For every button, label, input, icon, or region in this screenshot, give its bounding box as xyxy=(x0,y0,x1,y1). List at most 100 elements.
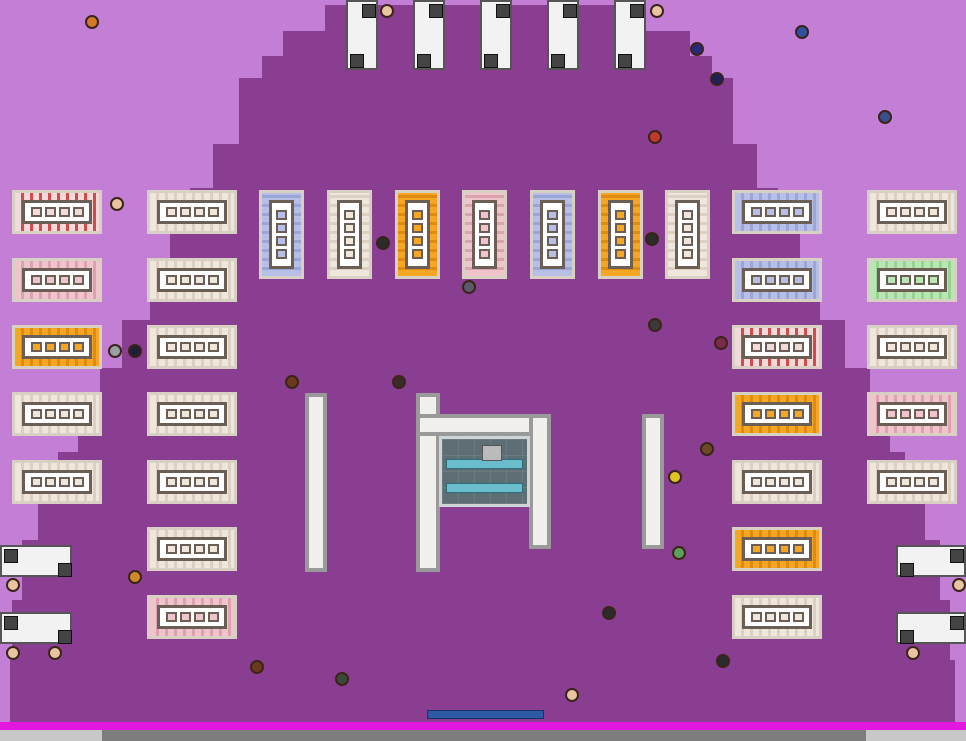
meeting-table[interactable] xyxy=(867,392,957,436)
meeting-table[interactable] xyxy=(147,258,237,302)
avatar-icon[interactable] xyxy=(716,654,730,668)
chair-icon xyxy=(899,342,911,352)
avatar-icon[interactable] xyxy=(462,280,476,294)
chair-icon xyxy=(913,477,925,487)
meeting-table[interactable] xyxy=(12,325,102,369)
chair-icon xyxy=(792,612,804,622)
avatar-icon[interactable] xyxy=(85,15,99,29)
workstation-desk[interactable] xyxy=(896,612,966,644)
avatar-icon[interactable] xyxy=(648,318,662,332)
table-surface xyxy=(157,402,227,426)
avatar-icon[interactable] xyxy=(380,4,394,18)
meeting-table[interactable] xyxy=(147,190,237,234)
chair-icon xyxy=(927,207,939,217)
avatar-icon[interactable] xyxy=(952,578,966,592)
meeting-table[interactable] xyxy=(12,258,102,302)
avatar-icon[interactable] xyxy=(285,375,299,389)
chair-icon xyxy=(207,207,219,217)
meeting-table[interactable] xyxy=(732,460,822,504)
table-surface xyxy=(877,402,947,426)
avatar-icon[interactable] xyxy=(128,570,142,584)
table-surface xyxy=(157,268,227,292)
meeting-table[interactable] xyxy=(867,460,957,504)
monitor-icon xyxy=(417,54,431,68)
avatar-icon[interactable] xyxy=(6,578,20,592)
avatar-icon[interactable] xyxy=(108,344,122,358)
chair-icon xyxy=(179,342,191,352)
avatar-icon[interactable] xyxy=(668,470,682,484)
avatar-icon[interactable] xyxy=(48,646,62,660)
avatar-icon[interactable] xyxy=(250,660,264,674)
table-surface xyxy=(742,470,812,494)
avatar-icon[interactable] xyxy=(700,442,714,456)
workstation-desk[interactable] xyxy=(896,545,966,577)
meeting-table[interactable] xyxy=(147,595,237,639)
meeting-table[interactable] xyxy=(732,190,822,234)
workstation-desk[interactable] xyxy=(614,0,646,70)
avatar-icon[interactable] xyxy=(335,672,349,686)
chair-icon xyxy=(792,275,804,285)
workstation-desk[interactable] xyxy=(0,545,72,577)
meeting-table[interactable] xyxy=(12,460,102,504)
meeting-table[interactable] xyxy=(530,190,575,279)
avatar-icon[interactable] xyxy=(565,688,579,702)
avatar-icon[interactable] xyxy=(710,72,724,86)
chair-icon xyxy=(764,275,776,285)
workstation-desk[interactable] xyxy=(0,612,72,644)
meeting-table[interactable] xyxy=(147,527,237,571)
meeting-table[interactable] xyxy=(867,325,957,369)
chair-icon xyxy=(927,342,939,352)
meeting-table[interactable] xyxy=(867,190,957,234)
avatar-icon[interactable] xyxy=(648,130,662,144)
meeting-table[interactable] xyxy=(147,460,237,504)
chair-icon xyxy=(750,612,762,622)
avatar-icon[interactable] xyxy=(392,375,406,389)
chair-icon xyxy=(778,342,790,352)
avatar-icon[interactable] xyxy=(110,197,124,211)
avatar-icon[interactable] xyxy=(690,42,704,56)
chair-icon xyxy=(72,207,84,217)
entrance-mat-icon[interactable] xyxy=(427,710,544,719)
monitor-icon xyxy=(4,616,18,630)
meeting-table[interactable] xyxy=(12,392,102,436)
meeting-table[interactable] xyxy=(147,325,237,369)
meeting-table[interactable] xyxy=(395,190,440,279)
meeting-table[interactable] xyxy=(732,258,822,302)
meeting-table[interactable] xyxy=(732,527,822,571)
avatar-icon[interactable] xyxy=(376,236,390,250)
floor-tile xyxy=(239,78,733,100)
meeting-table[interactable] xyxy=(147,392,237,436)
elevator-rail xyxy=(446,483,523,493)
workstation-desk[interactable] xyxy=(547,0,579,70)
meeting-table[interactable] xyxy=(12,190,102,234)
meeting-table[interactable] xyxy=(867,258,957,302)
chair-icon xyxy=(750,275,762,285)
avatar-icon[interactable] xyxy=(6,646,20,660)
meeting-table[interactable] xyxy=(732,392,822,436)
elevator-icon[interactable] xyxy=(439,436,530,507)
meeting-table[interactable] xyxy=(259,190,304,279)
avatar-icon[interactable] xyxy=(795,25,809,39)
avatar-icon[interactable] xyxy=(645,232,659,246)
meeting-table[interactable] xyxy=(462,190,507,279)
chair-icon xyxy=(179,409,191,419)
chair-icon xyxy=(885,477,897,487)
workstation-desk[interactable] xyxy=(480,0,512,70)
meeting-table[interactable] xyxy=(327,190,372,279)
avatar-icon[interactable] xyxy=(878,110,892,124)
avatar-icon[interactable] xyxy=(906,646,920,660)
workstation-desk[interactable] xyxy=(346,0,378,70)
chair-icon xyxy=(412,210,423,220)
workstation-desk[interactable] xyxy=(413,0,445,70)
meeting-table[interactable] xyxy=(732,325,822,369)
meeting-table[interactable] xyxy=(665,190,710,279)
avatar-icon[interactable] xyxy=(650,4,664,18)
avatar-icon[interactable] xyxy=(714,336,728,350)
avatar-icon[interactable] xyxy=(602,606,616,620)
avatar-icon[interactable] xyxy=(128,344,142,358)
chair-icon xyxy=(165,409,177,419)
meeting-table[interactable] xyxy=(598,190,643,279)
meeting-table[interactable] xyxy=(732,595,822,639)
avatar-icon[interactable] xyxy=(672,546,686,560)
